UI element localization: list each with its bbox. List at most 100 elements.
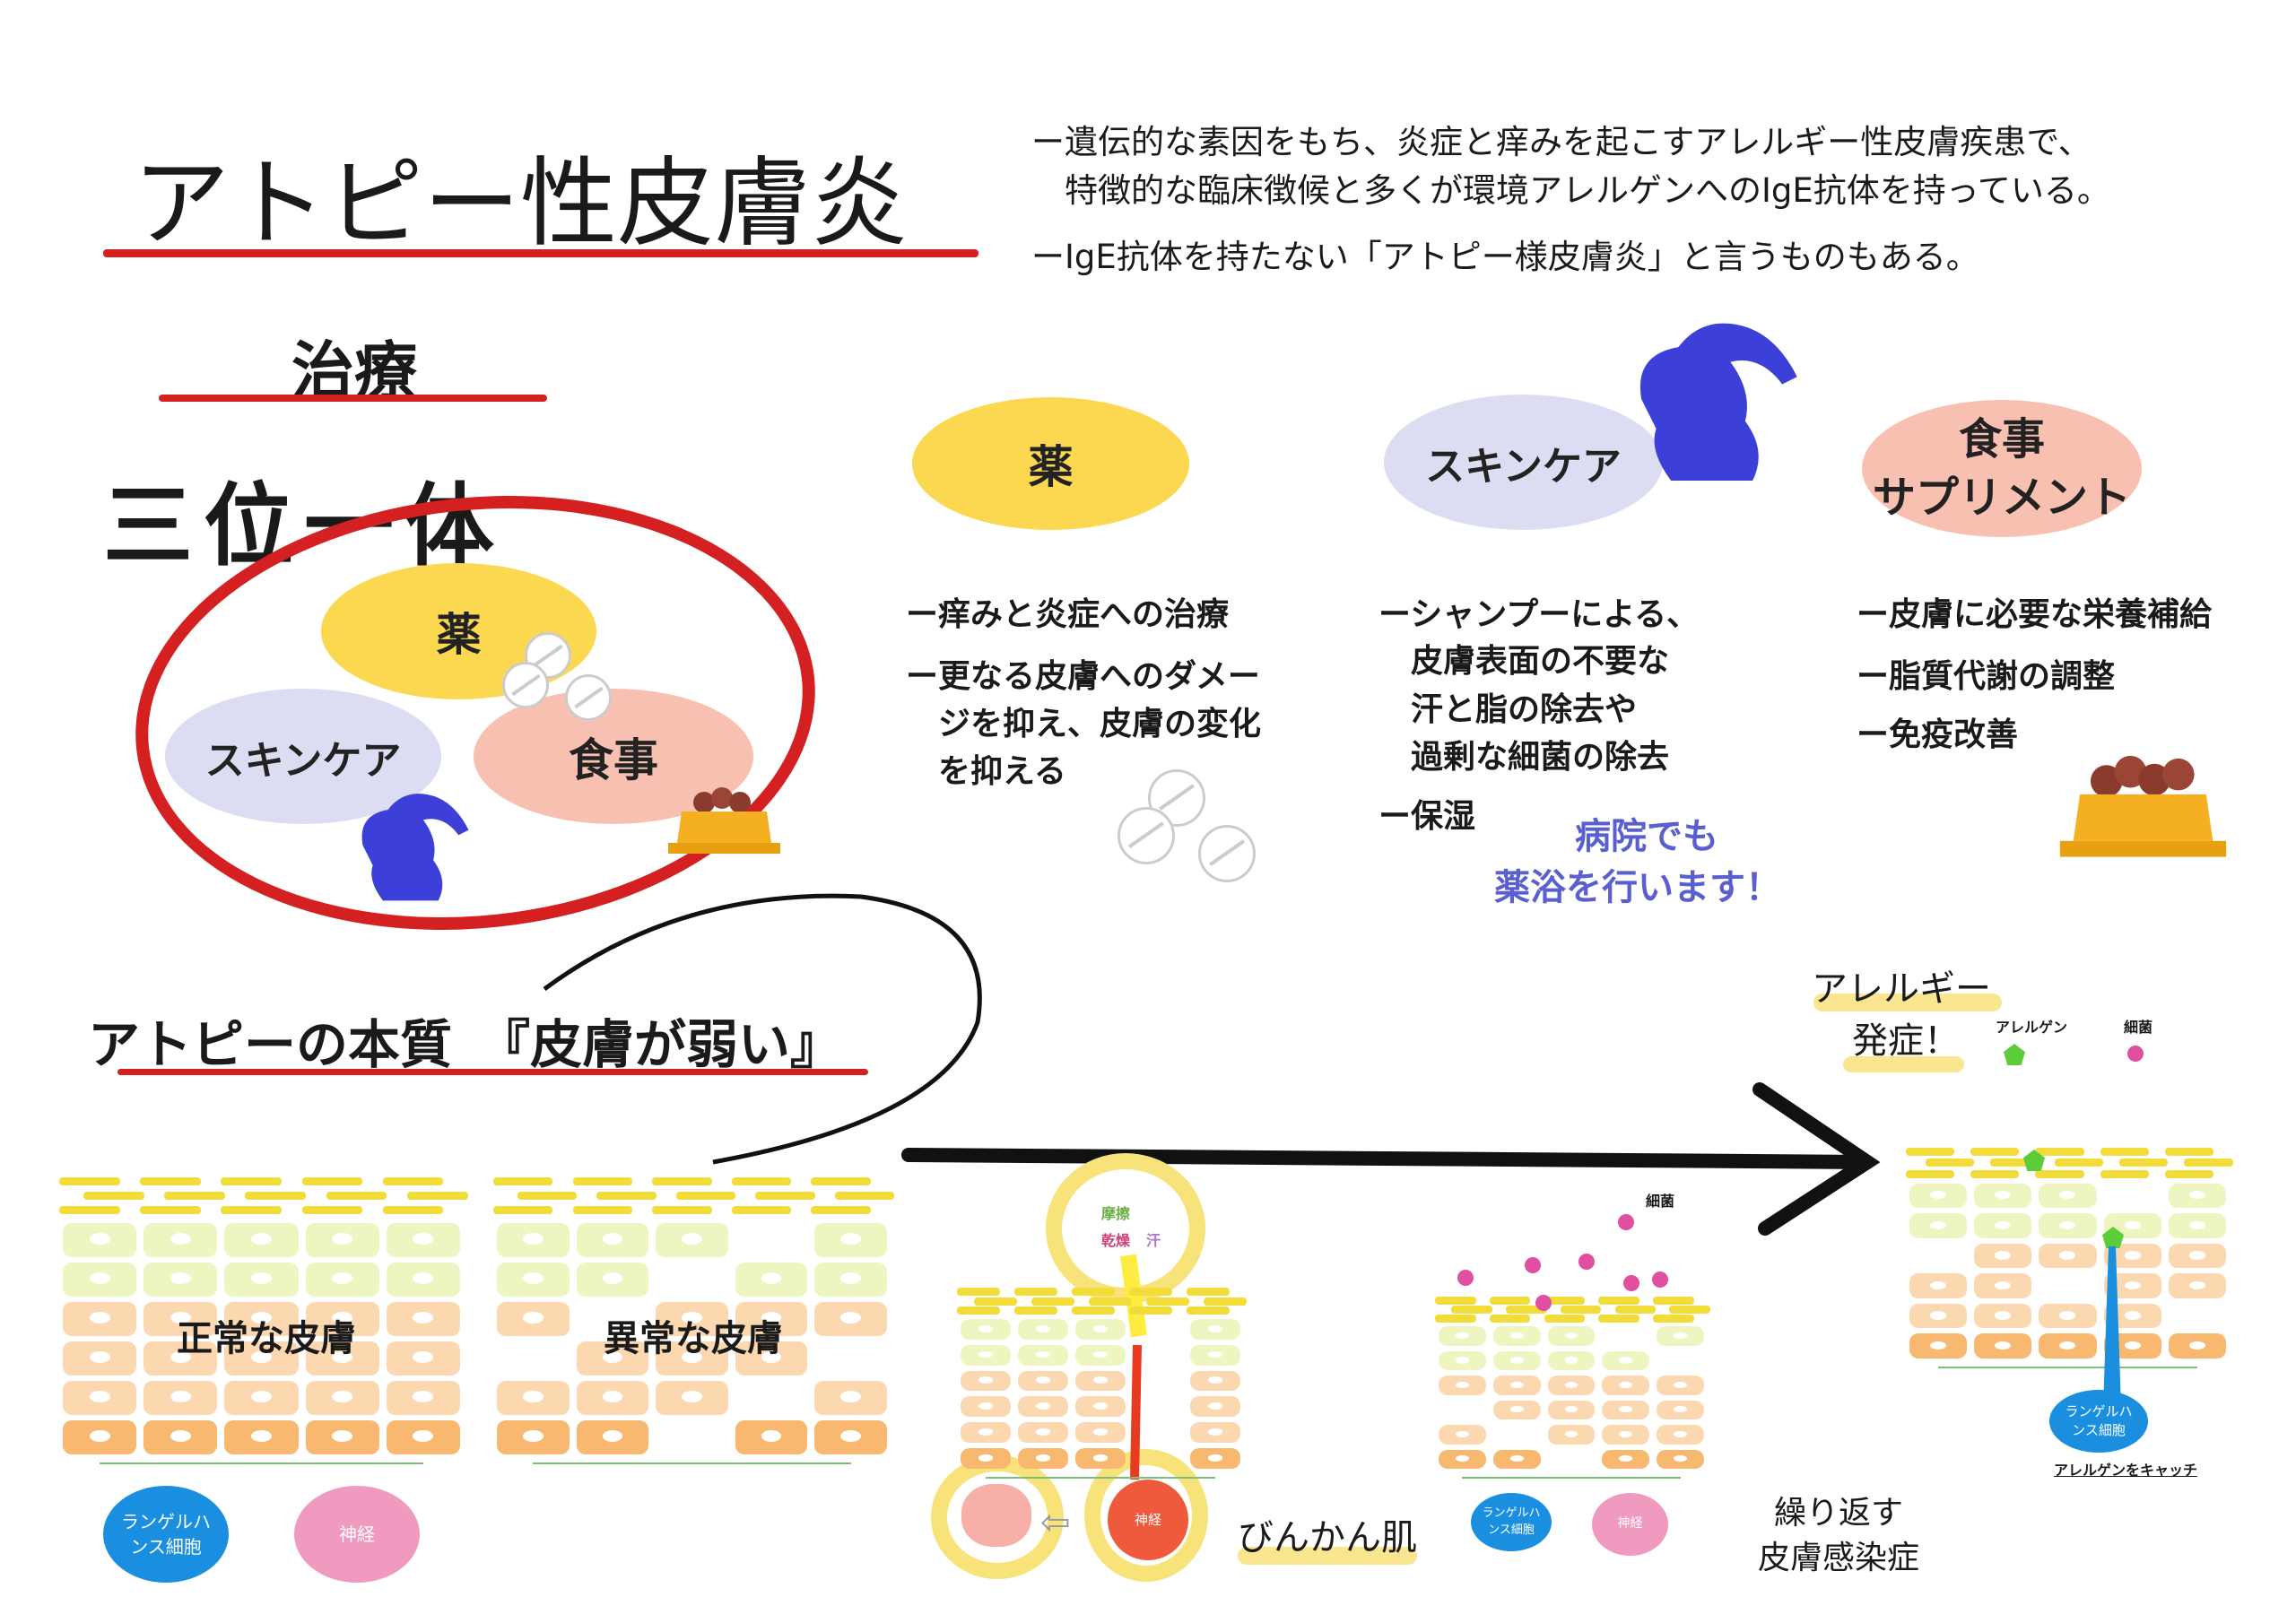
skin-cell (1075, 1396, 1126, 1418)
stratum-corneum-strip (2184, 1159, 2233, 1167)
skin-cell (814, 1302, 887, 1336)
sensitive-skin-label: びんかん肌 (1238, 1517, 1417, 1558)
stratum-corneum-strip (2035, 1148, 2084, 1156)
basement-membrane (986, 1477, 1215, 1479)
skin-cell (735, 1263, 808, 1297)
skincare-point: 過剰な細菌の除去 (1378, 739, 1670, 776)
stratum-corneum-strip (1560, 1306, 1602, 1315)
stratum-corneum-strip (1544, 1297, 1586, 1305)
intro-line: 特徴的な臨床徴候と多くが環境アレルゲンへのIgE抗体を持っている。 (1031, 171, 2110, 210)
skin-cell (1547, 1376, 1596, 1395)
skin-cell (224, 1420, 299, 1454)
stratum-corneum-strip (1435, 1297, 1476, 1305)
medicine-label: 薬 (1028, 441, 1074, 493)
skin-infection (1435, 1297, 1711, 1479)
skincare-point: 皮膚表面の不要な (1378, 643, 1670, 680)
skin-cell (1547, 1425, 1596, 1445)
venn-skincare: スキンケア (165, 689, 441, 824)
skin-cell (1018, 1344, 1068, 1366)
skin-cell (63, 1302, 137, 1336)
skin-cell (497, 1302, 570, 1336)
medicine-point: ー痒みと炎症への治療 (906, 596, 1230, 633)
skin-cell (305, 1381, 379, 1415)
basement-membrane (1938, 1367, 2197, 1368)
skin-cell (1018, 1370, 1068, 1392)
basement-membrane (1462, 1477, 1681, 1479)
basement-membrane (533, 1462, 851, 1464)
skin-abnormal-label: 異常な皮膚 (604, 1318, 783, 1359)
highlight (1238, 1547, 1417, 1565)
langerhans-label: ランゲルハンス細胞 (2065, 1403, 2133, 1438)
treatment-underline (159, 395, 547, 402)
skin-cell (144, 1223, 218, 1257)
skincare-point: ーシャンプーによる、 (1378, 596, 1700, 633)
skin-cell (1602, 1425, 1650, 1445)
skin-cell (1657, 1326, 1704, 1346)
skin-cell (2039, 1243, 2097, 1269)
stratum-corneum-strip (1970, 1148, 2020, 1156)
skin-cell (1974, 1243, 2032, 1269)
skin-cell (144, 1263, 218, 1297)
nerve-label: 神経 (1617, 1516, 1643, 1532)
skin-cell (1190, 1448, 1240, 1469)
stratum-corneum-strip (1204, 1297, 1248, 1306)
skin-cell (63, 1381, 137, 1415)
skin-cell (576, 1223, 649, 1257)
stratum-corneum-strip (1014, 1288, 1057, 1296)
skin-cell (1492, 1449, 1541, 1469)
skin-cell (386, 1223, 460, 1257)
skin-cell (497, 1381, 570, 1415)
skin-cell (144, 1381, 218, 1415)
stratum-corneum-strip (2164, 1169, 2213, 1178)
stratum-corneum-strip (1614, 1306, 1657, 1315)
skin-cell (1974, 1333, 2032, 1358)
skin-cell (1075, 1422, 1126, 1444)
stratum-corneum-strip (1925, 1159, 1974, 1167)
skin-cell (1974, 1213, 2032, 1238)
stratum-corneum-strip (1072, 1306, 1115, 1315)
skin-cell (656, 1341, 728, 1376)
stratum-corneum-strip (1031, 1297, 1075, 1306)
stratum-corneum-strip (2100, 1169, 2149, 1178)
skin-cell (144, 1341, 218, 1376)
skin-normal (59, 1177, 468, 1464)
stratum-corneum-strip (1653, 1315, 1694, 1324)
skin-cell (1190, 1318, 1240, 1340)
nerve-bubble: 神経 (294, 1486, 420, 1583)
skin-cell (2039, 1213, 2097, 1238)
skin-cell (1909, 1333, 1968, 1358)
stratum-corneum-strip (326, 1192, 387, 1200)
diet-point: ー皮膚に必要な栄養補給 (1857, 596, 2213, 633)
highlight (1813, 994, 2002, 1011)
stratum-corneum-strip (811, 1206, 871, 1214)
skin-cell (2168, 1273, 2226, 1298)
sweat-label: 汗 (1146, 1232, 1161, 1249)
medicine-point: を抑える (906, 753, 1066, 790)
skin-cell (1602, 1449, 1650, 1469)
bacteria-dot (1618, 1214, 1634, 1230)
stratum-corneum-strip (1187, 1306, 1230, 1315)
skin-cell (1657, 1400, 1704, 1420)
diet-point: ー免疫改善 (1857, 716, 2019, 753)
trinity-heading: 三位一体 (103, 473, 505, 578)
pill-icon (1198, 825, 1256, 882)
skin-cell (1018, 1318, 1068, 1340)
skin-cell (656, 1381, 728, 1415)
stratum-corneum-strip (1146, 1297, 1190, 1306)
stratum-corneum-strip (382, 1177, 444, 1185)
skin-cell (576, 1381, 649, 1415)
skin-cell (224, 1302, 299, 1336)
skin-cell (386, 1381, 460, 1415)
stratum-corneum-strip (1598, 1297, 1639, 1305)
stratum-corneum-strip (301, 1177, 363, 1185)
stratum-corneum-strip (1970, 1169, 2020, 1178)
skin-cell (961, 1422, 1011, 1444)
skin-cell (1909, 1183, 1968, 1209)
skin-cell (1190, 1344, 1240, 1366)
diet-point: ー脂質代謝の調整 (1857, 658, 2116, 695)
pill-icon (565, 674, 612, 721)
skin-cell (1075, 1344, 1126, 1366)
stratum-corneum-strip (221, 1177, 283, 1185)
stratum-corneum-strip (755, 1192, 815, 1200)
